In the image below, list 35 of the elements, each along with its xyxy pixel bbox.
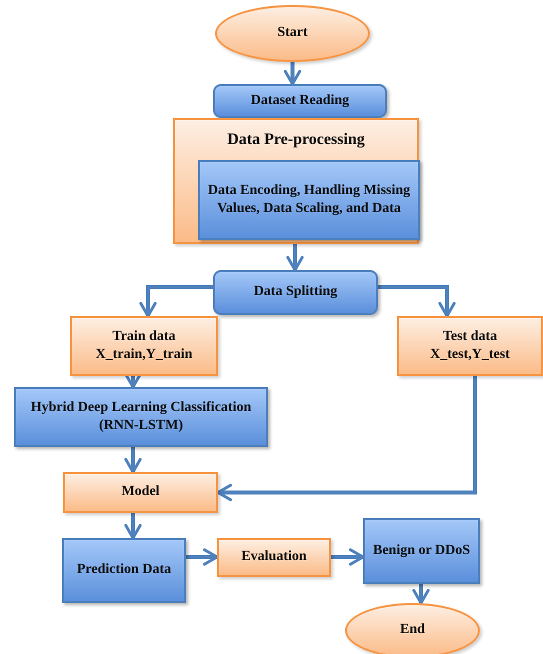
process-box [62, 538, 186, 603]
arrow [284, 62, 302, 86]
node-label: Data Encoding, Handling Missing Values, Data Scaling, and Data [206, 182, 412, 218]
arrow [139, 285, 213, 318]
arrow [124, 447, 142, 474]
node-label: Data Pre-processing [226, 130, 366, 150]
node-label: Train data X_train,Y_train [94, 328, 194, 364]
terminator-ellipse [345, 603, 480, 654]
node-label: End [399, 621, 426, 640]
process-box [63, 472, 218, 513]
node-label: Prediction Data [76, 561, 172, 580]
arrow [186, 548, 218, 566]
node-label: Test data X_test,Y_test [429, 328, 511, 364]
node-label: Evaluation [240, 548, 308, 566]
process-box [14, 387, 268, 447]
process-box [213, 84, 387, 118]
data-box [70, 316, 218, 376]
arrow [331, 548, 364, 566]
arrow [286, 244, 304, 272]
arrow [378, 285, 456, 318]
node-label: Hybrid Deep Learning Classification (RNN-LSTM) [30, 398, 252, 435]
process-box [213, 270, 378, 315]
node-label: Dataset Reading [250, 92, 350, 110]
process-box [217, 538, 331, 577]
node-label: Benign or DDoS [372, 542, 471, 560]
process-box [198, 160, 420, 240]
result-box [363, 518, 480, 584]
arrow [124, 513, 142, 540]
arrow [412, 584, 430, 604]
group-box [173, 118, 419, 244]
node-label: Model [120, 483, 161, 502]
arrow [216, 376, 477, 502]
node-label: Data Splitting [252, 283, 338, 302]
node-label: Start [276, 24, 309, 42]
data-box [397, 316, 543, 376]
